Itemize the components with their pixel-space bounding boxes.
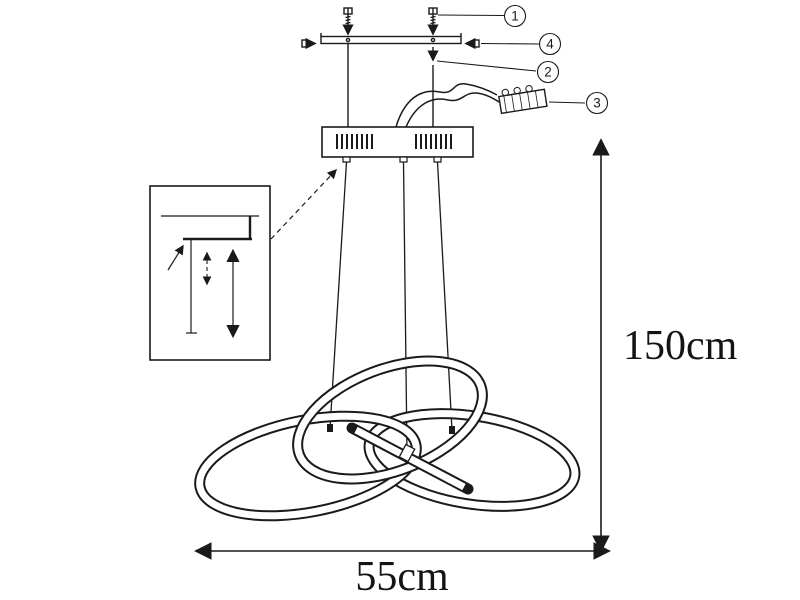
- terminal-segments: [503, 90, 539, 113]
- vent-slots-right: [415, 134, 452, 149]
- inset-clip-arrow: [167, 244, 184, 271]
- connector-left: [327, 424, 333, 432]
- callout-number: 2: [544, 65, 552, 80]
- ceiling-bracket: [320, 33, 462, 45]
- canopy: [321, 126, 474, 163]
- height-dimension-label: 150cm: [623, 323, 738, 369]
- side-screw-left: [301, 37, 317, 50]
- callout-4: 4: [480, 32, 562, 56]
- height-dimension: 150cm: [592, 138, 738, 553]
- terminal-block: [498, 85, 548, 115]
- light-fixture: [194, 355, 581, 522]
- side-screw-right: [464, 37, 480, 50]
- screw-head: [301, 39, 308, 48]
- callout-number: 3: [593, 96, 601, 111]
- connector-right: [449, 426, 455, 434]
- ceiling-mount-assembly: [301, 7, 480, 127]
- screw-head: [473, 39, 480, 48]
- leader-line: [548, 101, 586, 104]
- callout-1: 1: [437, 4, 527, 28]
- bracket-flanges: [320, 33, 462, 37]
- callout-3: 3: [548, 91, 609, 115]
- bracket-hole-right: [430, 37, 436, 43]
- cable-connectors: [327, 424, 455, 434]
- width-dimension-label: 55cm: [355, 554, 449, 600]
- cable-left: [329, 161, 348, 429]
- cable-right: [436, 161, 453, 431]
- callout-circle: [538, 32, 562, 56]
- wire-2: [405, 92, 502, 128]
- bracket-bar: [320, 35, 462, 45]
- connector-middle: [398, 443, 416, 463]
- callout-circle: [585, 91, 609, 115]
- bracket-hole-left: [345, 37, 351, 43]
- detail-inset: [149, 185, 271, 361]
- screw-shaft: [345, 8, 351, 27]
- callout-2: 2: [436, 60, 560, 84]
- leader-line: [480, 42, 540, 45]
- width-dimension: 55cm: [194, 542, 611, 600]
- cable-middle: [402, 161, 408, 453]
- wire-1: [395, 83, 498, 128]
- callouts: 1 4 2 3: [436, 4, 609, 115]
- cable-grips: [342, 156, 442, 163]
- vent-slots-left: [336, 134, 373, 149]
- callout-circle: [536, 60, 560, 84]
- inset-frame: [149, 185, 271, 361]
- callout-number: 4: [546, 37, 554, 52]
- inset-canopy-section: [183, 216, 252, 241]
- mounting-screw-left: [342, 7, 354, 36]
- leader-line: [436, 60, 537, 72]
- inset-pointer-line: [270, 168, 337, 240]
- wiring: [395, 83, 548, 128]
- screw-shaft: [430, 8, 436, 27]
- terminal-body: [498, 88, 548, 115]
- suspension-cables: [329, 161, 453, 453]
- callout-circle: [503, 4, 527, 28]
- leader-line: [437, 14, 505, 17]
- mounting-screw-right: [427, 7, 439, 36]
- fixture-loop-top: [292, 355, 488, 485]
- loop-core: [294, 357, 486, 483]
- callout-number: 1: [511, 9, 519, 24]
